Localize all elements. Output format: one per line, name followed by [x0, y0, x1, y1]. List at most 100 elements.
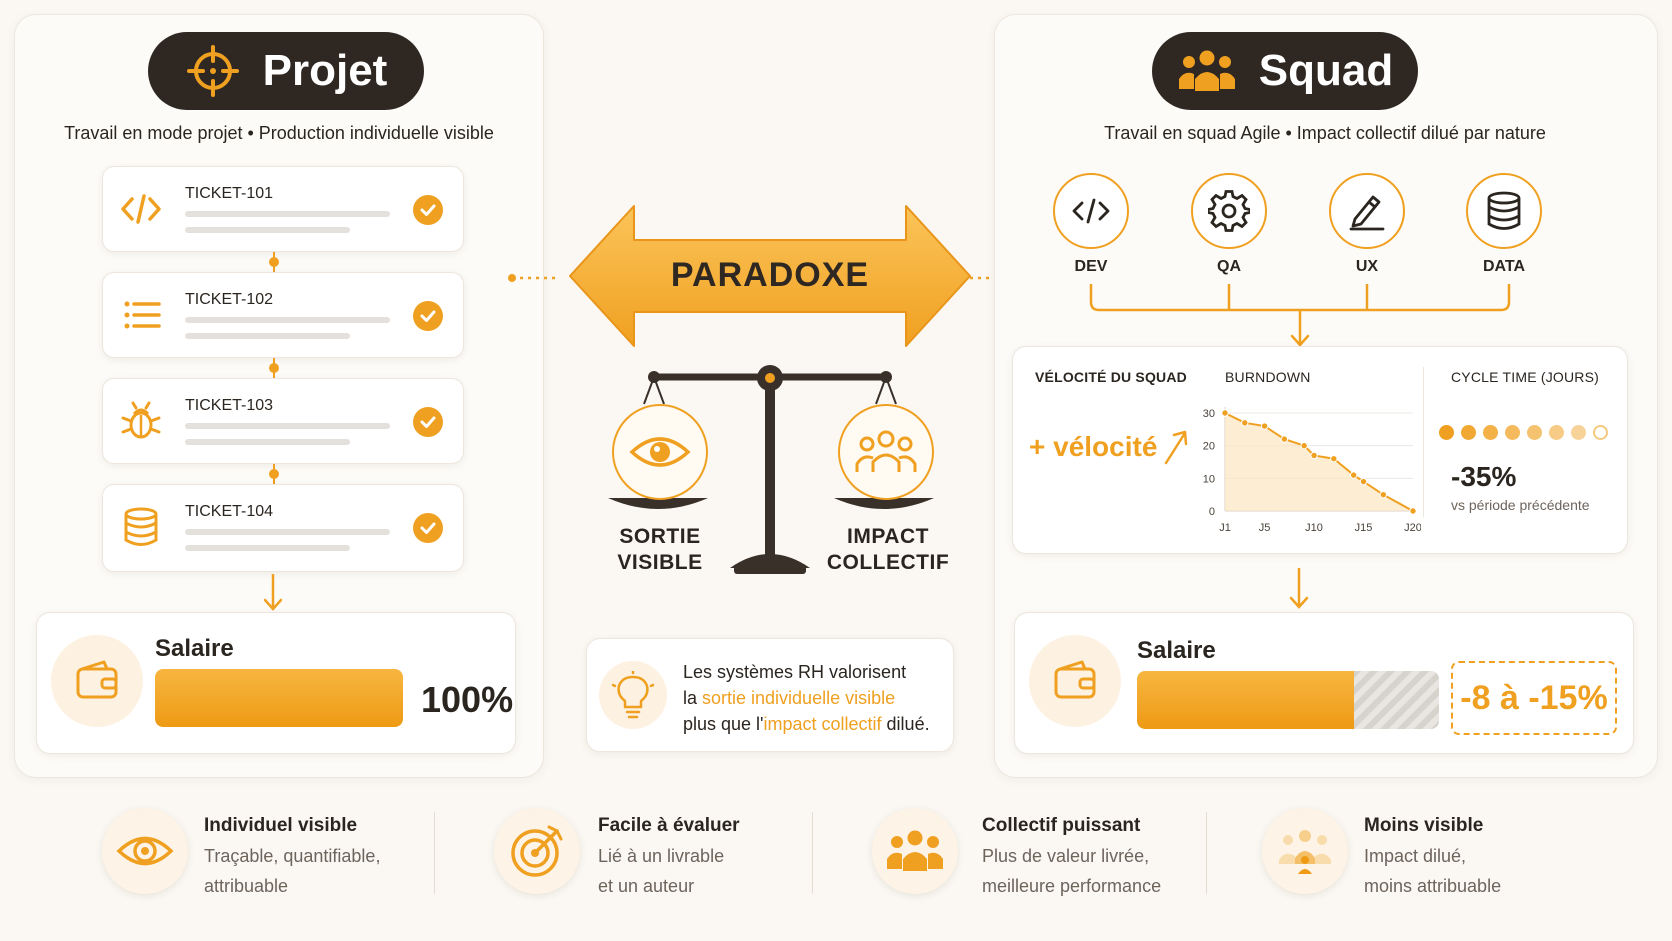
- database-icon: [1487, 191, 1521, 230]
- hr-note-text: Les systèmes RH valorisent la sortie ind…: [683, 659, 930, 737]
- cycle-dot: [1483, 425, 1498, 440]
- feature-title: Collectif puissant: [982, 815, 1141, 836]
- people-icon-circle: [838, 404, 934, 500]
- people-group-icon: [855, 430, 917, 472]
- wallet-icon-circle: [1029, 635, 1121, 727]
- x-tick-label: J10: [1305, 522, 1323, 534]
- projet-subtitle: Travail en mode projet • Production indi…: [64, 123, 494, 143]
- cycle-dot: [1527, 425, 1542, 440]
- ticket-card[interactable]: TICKET-104: [102, 484, 464, 572]
- salary-value: 100%: [421, 679, 514, 720]
- wallet-icon-circle: [51, 635, 143, 727]
- feature-desc-line: Plus de valeur livrée,: [982, 846, 1150, 866]
- burndown-point: [1280, 435, 1289, 443]
- cycle-time-value: -35%: [1451, 461, 1517, 492]
- squad-title-pill: Squad: [1152, 32, 1418, 110]
- role-data-circle[interactable]: [1466, 173, 1542, 249]
- placeholder-line: [185, 333, 350, 339]
- feature-desc-line: et un auteur: [598, 876, 695, 896]
- cycle-time-title: CYCLE TIME (JOURS): [1451, 369, 1600, 385]
- burndown-point: [1221, 409, 1229, 417]
- role-dev-circle[interactable]: [1053, 173, 1129, 249]
- dotted-link-left: [508, 274, 560, 282]
- ticket-card[interactable]: TICKET-103: [102, 378, 464, 464]
- lightbulb-icon-circle: [599, 661, 667, 729]
- salary-bar-fill: [155, 669, 403, 727]
- role-label: DATA: [1482, 258, 1526, 275]
- salary-bar-fill: [1137, 671, 1355, 729]
- burndown-point: [1260, 422, 1269, 430]
- velocity-title: VÉLOCITÉ DU SQUAD: [1035, 369, 1187, 385]
- feature-desc: Lié à un livrable et un auteur: [598, 841, 724, 901]
- lightbulb-icon: [611, 671, 655, 719]
- burndown-point: [1359, 477, 1368, 486]
- y-tick-label: 10: [1203, 473, 1215, 485]
- ticket-connector: [269, 358, 279, 378]
- feature-desc-line: Lié à un livrable: [598, 846, 725, 866]
- note-highlight: impact collectif: [763, 714, 882, 734]
- ticket-label: TICKET-102: [185, 291, 274, 308]
- role-label: UX: [1355, 258, 1379, 275]
- feature-icon-circle: [872, 808, 958, 894]
- check-icon: [413, 301, 443, 331]
- feature-divider: [434, 812, 435, 894]
- placeholder-line: [185, 529, 390, 535]
- feature-divider: [812, 812, 813, 894]
- placeholder-line: [185, 317, 390, 323]
- ticket-card[interactable]: TICKET-101: [102, 166, 464, 252]
- feature-desc: Plus de valeur livrée, meilleure perform…: [982, 841, 1161, 901]
- placeholder-line: [185, 439, 350, 445]
- cycle-dot: [1461, 425, 1476, 440]
- note-text: la: [683, 688, 703, 708]
- salary-delta-box: -8 à -15%: [1451, 661, 1617, 735]
- placeholder-line: [185, 227, 350, 233]
- ticket-label: TICKET-103: [185, 397, 274, 414]
- check-icon: [413, 195, 443, 225]
- cycle-time-dots: [1439, 425, 1608, 440]
- x-tick-label: J20: [1404, 522, 1421, 534]
- role-qa-circle[interactable]: [1191, 173, 1267, 249]
- crosshair-target-icon: [186, 45, 239, 97]
- projet-title-pill: Projet: [148, 32, 424, 110]
- hr-note-card: Les systèmes RH valorisent la sortie ind…: [586, 638, 954, 752]
- eye-icon-circle: [612, 404, 708, 500]
- ticket-card[interactable]: TICKET-102: [102, 272, 464, 358]
- salary-label: Salaire: [155, 635, 234, 662]
- placeholder-line: [185, 423, 390, 429]
- feature-title: Facile à évaluer: [598, 815, 740, 836]
- check-icon: [413, 513, 443, 543]
- burndown-area: [1225, 413, 1413, 511]
- salary-label: Salaire: [1137, 637, 1216, 664]
- wallet-icon: [1054, 660, 1096, 699]
- note-line: Les systèmes RH valorisent: [683, 662, 907, 682]
- feature-desc-line: attribuable: [204, 876, 289, 896]
- y-tick-label: 20: [1203, 441, 1215, 453]
- note-text: plus que l': [683, 714, 764, 734]
- cycle-dot: [1505, 425, 1520, 440]
- role-ux-circle[interactable]: [1329, 173, 1405, 249]
- x-tick-label: J15: [1355, 522, 1373, 534]
- feature-divider: [1206, 812, 1207, 894]
- feature-desc-line: meilleure performance: [982, 876, 1162, 896]
- feature-desc-line: Impact dilué,: [1364, 846, 1467, 866]
- cycle-time-caption: vs période précédente: [1451, 497, 1590, 513]
- ticket-label: TICKET-101: [185, 185, 274, 202]
- role-label: QA: [1217, 258, 1241, 275]
- bug-icon: [121, 401, 161, 439]
- wallet-icon: [76, 660, 118, 699]
- code-icon: [1072, 198, 1110, 224]
- ticket-connector: [269, 252, 279, 272]
- check-icon: [413, 407, 443, 437]
- feature-desc-line: moins attribuable: [1364, 876, 1502, 896]
- salary-bar-track: [155, 669, 403, 727]
- feature-title: Individuel visible: [204, 815, 358, 836]
- down-arrow-icon: [1289, 568, 1309, 609]
- eye-icon: [629, 437, 691, 467]
- paradoxe-label: PARADOXE: [670, 256, 870, 294]
- note-line: la sortie individuelle visible: [683, 685, 930, 711]
- double-arrow-icon: [569, 205, 971, 347]
- people-group-icon: [1178, 50, 1235, 91]
- burndown-point: [1300, 441, 1308, 450]
